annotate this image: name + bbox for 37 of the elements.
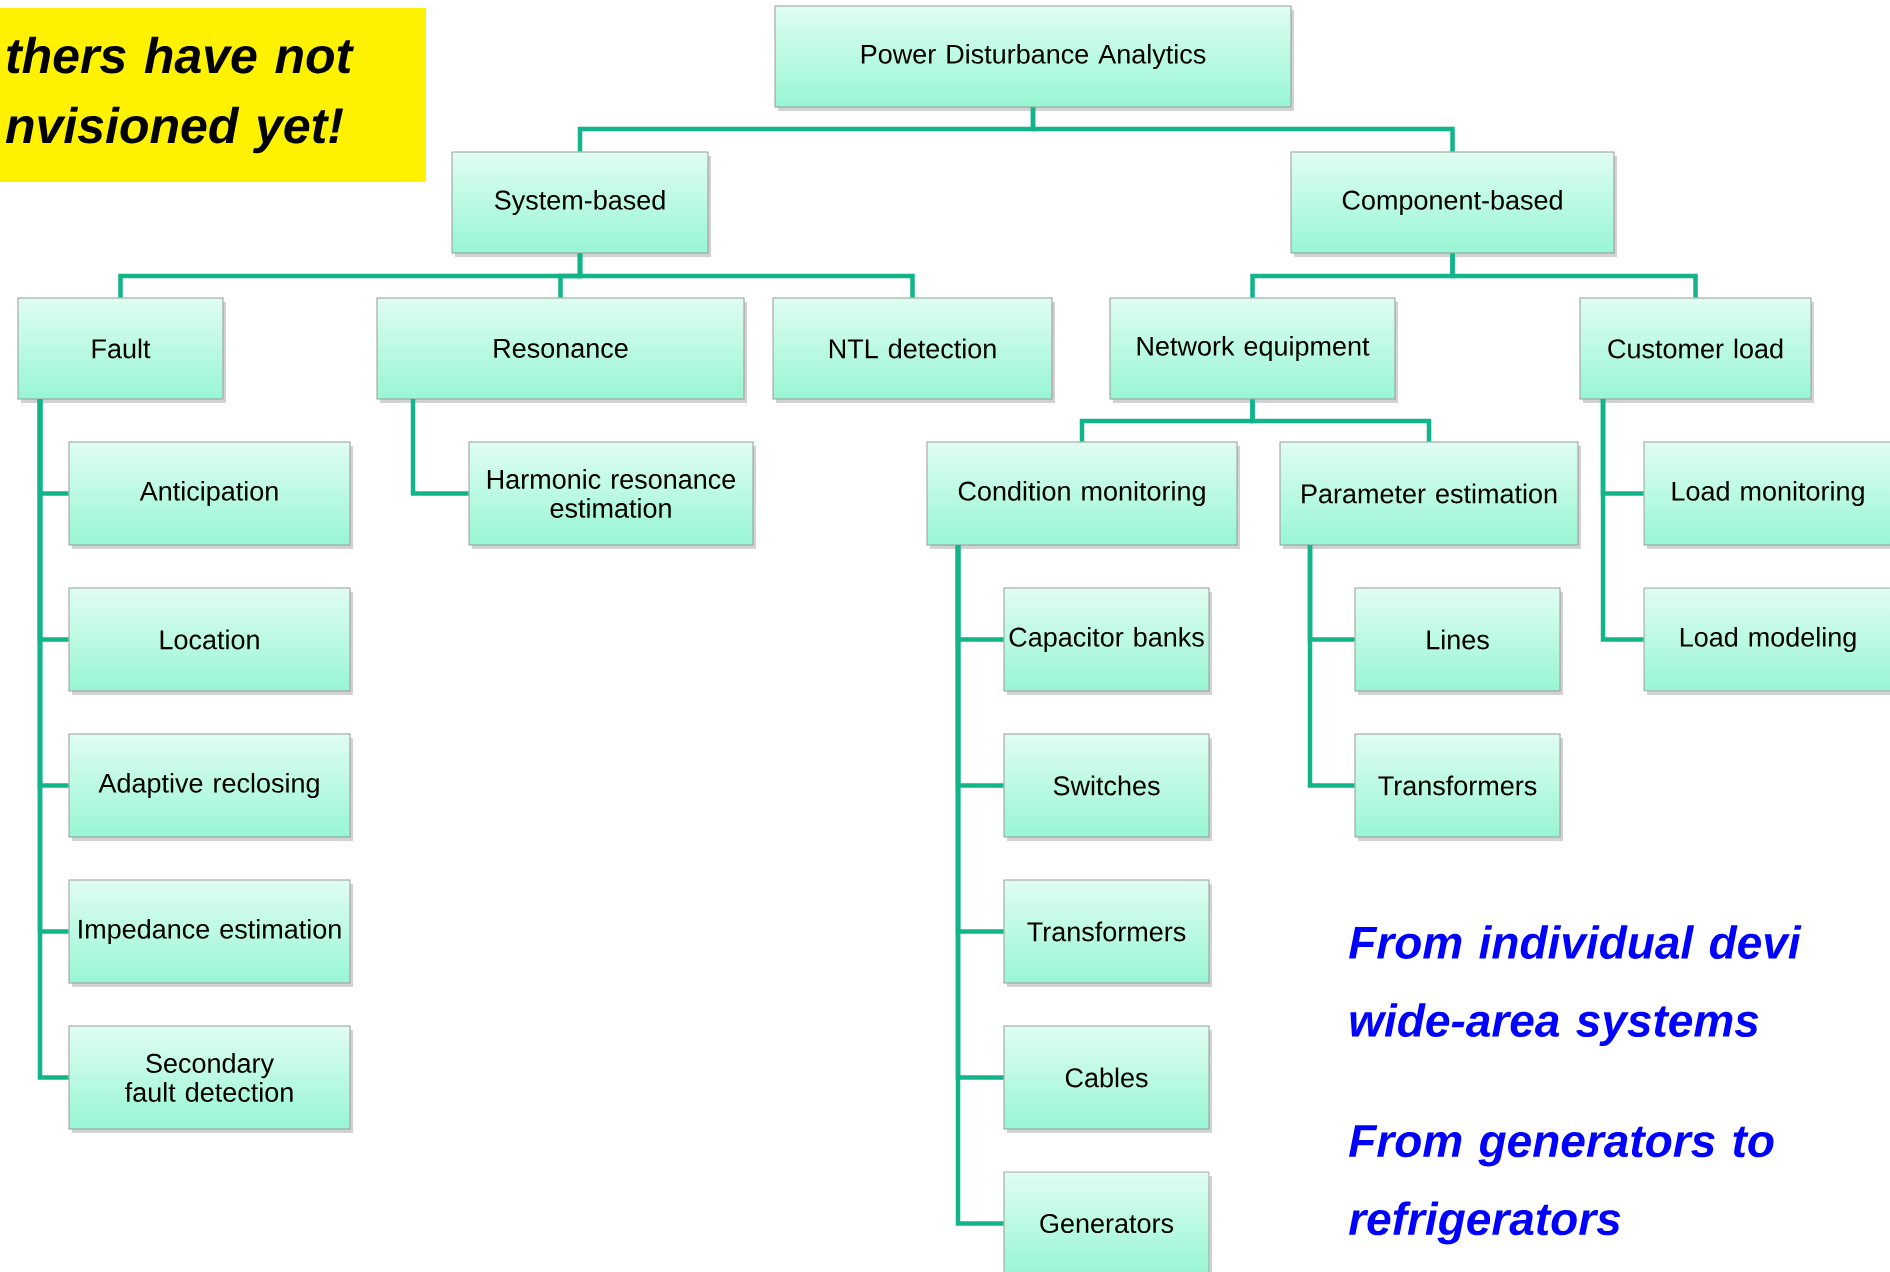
category-box: Lines xyxy=(1354,587,1563,695)
category-box: System-based xyxy=(451,151,711,257)
category-box: Anticipation xyxy=(68,441,353,549)
category-box: Switches xyxy=(1003,733,1212,841)
connector-line xyxy=(955,545,1004,1226)
category-box: Condition monitoring xyxy=(926,441,1240,549)
category-box: Power Disturbance Analytics xyxy=(774,5,1294,111)
category-box: Transformers xyxy=(1354,733,1563,841)
category-box: Load monitoring xyxy=(1643,441,1890,549)
note-box: thers have not nvisioned yet! xyxy=(0,8,426,182)
connector-line xyxy=(1030,107,1455,152)
category-box: Harmonic resonance estimation xyxy=(468,441,756,549)
connector-line xyxy=(577,253,915,298)
category-box: Secondary fault detection xyxy=(68,1025,353,1133)
category-box: Fault xyxy=(17,297,226,403)
category-box: Customer load xyxy=(1579,297,1814,403)
category-box: Generators xyxy=(1003,1171,1212,1272)
category-box: Load modeling xyxy=(1643,587,1890,695)
category-box: Capacitor banks xyxy=(1003,587,1212,695)
connector-line xyxy=(1600,399,1644,642)
category-box: Parameter estimation xyxy=(1279,441,1581,549)
category-box: Resonance xyxy=(376,297,747,403)
category-box: Transformers xyxy=(1003,879,1212,987)
category-box: Impedance estimation xyxy=(68,879,353,987)
connector-line xyxy=(410,399,469,496)
connector-line xyxy=(1307,545,1355,788)
connector-line xyxy=(1250,399,1432,442)
note-text: From generators to refrigerators xyxy=(1349,1125,1774,1245)
category-box: Adaptive reclosing xyxy=(68,733,353,841)
note-text: From individual devi wide-area systems xyxy=(1349,925,1802,1047)
connector-line xyxy=(1450,253,1698,298)
category-box: NTL detection xyxy=(772,297,1055,403)
category-box: Cables xyxy=(1003,1025,1212,1133)
category-box: Location xyxy=(68,587,353,695)
category-box: Network equipment xyxy=(1109,297,1398,403)
connector-line xyxy=(37,399,69,1080)
category-box: Component-based xyxy=(1290,151,1617,257)
